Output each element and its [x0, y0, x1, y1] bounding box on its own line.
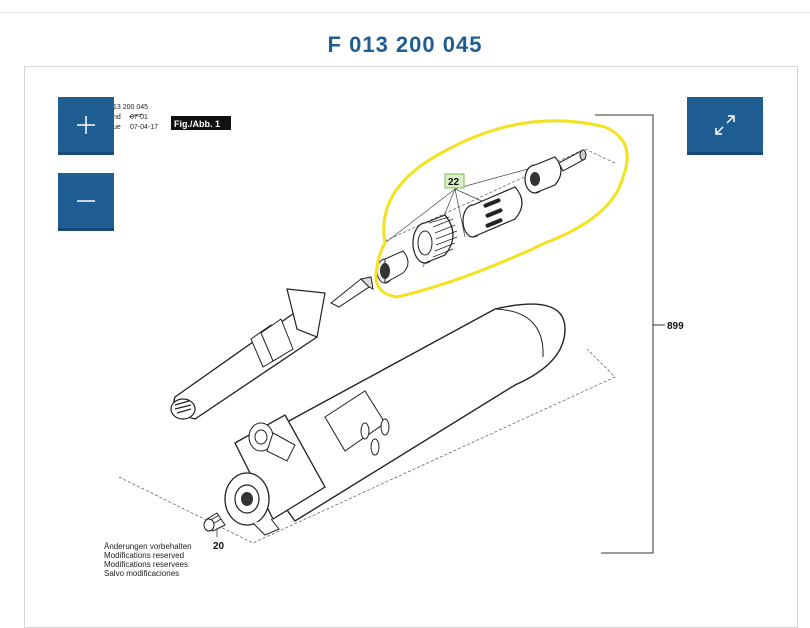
zoom-in-button[interactable]: [58, 97, 114, 155]
figure-label-box: [171, 116, 231, 130]
page-title: F 013 200 045: [327, 32, 483, 57]
exploded-parts-diagram: 13 200 045 nd 07-01 ue 07-04-17 Fig./Abb…: [104, 104, 684, 578]
header-line-1: 13 200 045: [113, 104, 148, 111]
callout-22: 22: [448, 177, 460, 188]
highlight-annotation: [374, 119, 629, 299]
footnote-line-1: Änderungen vorbehalten: [104, 542, 192, 551]
header-crossed: 07-01: [130, 114, 148, 121]
header-line-2: nd: [113, 114, 121, 121]
minus-icon: [77, 199, 95, 202]
callout-20: 20: [213, 541, 225, 552]
top-divider: [0, 12, 810, 13]
callout-899: 899: [667, 321, 684, 332]
diagram-viewer[interactable]: 13 200 045 nd 07-01 ue 07-04-17 Fig./Abb…: [24, 66, 798, 628]
plus-icon: [77, 115, 95, 134]
callout-22-box: [444, 173, 465, 189]
footnote-line-2: Modifications reserved: [104, 551, 184, 560]
expand-icon: [715, 114, 735, 135]
header-line-4: 07-04-17: [130, 124, 158, 131]
fullscreen-button[interactable]: [687, 97, 763, 155]
header-line-3: ue: [113, 124, 121, 131]
figure-label: Fig./Abb. 1: [174, 119, 220, 129]
footnote-line-4: Salvo modificaciones: [104, 569, 179, 578]
footnote-line-3: Modifications reservees: [104, 560, 188, 569]
zoom-out-button[interactable]: [58, 173, 114, 231]
